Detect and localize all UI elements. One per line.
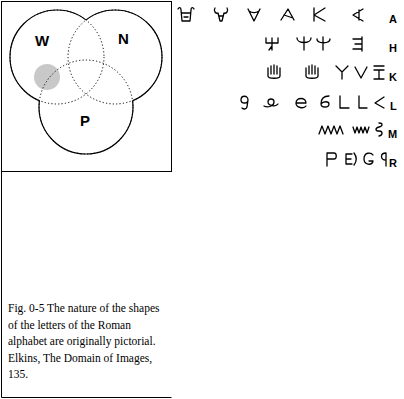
circle-outline (67, 9, 163, 105)
letter-glyphs (178, 8, 386, 166)
grey-spot (34, 64, 60, 90)
set-letter: P (80, 113, 90, 128)
dotted-circle (39, 60, 133, 154)
caption-frame (2, 172, 172, 398)
roman-letter: H (389, 43, 397, 54)
circle-outline (9, 9, 105, 105)
label-slot: L (390, 96, 397, 114)
dotted-circle (10, 10, 104, 104)
venn-circle: W (10, 10, 104, 104)
roman-letter: A (389, 14, 397, 25)
roman-letter: K (389, 72, 397, 83)
dotted-circle (68, 10, 162, 104)
roman-letter: L (390, 101, 397, 112)
venn-circle: N (68, 10, 162, 104)
roman-letter: M (388, 129, 397, 140)
roman-letter: R (389, 158, 397, 169)
figure-caption: Fig. 0-5 The nature of the shapes of the… (8, 300, 169, 383)
label-slot: R (389, 153, 397, 171)
label-slot: A (389, 9, 397, 27)
label-slot: H (389, 38, 397, 56)
circle-outline (38, 59, 134, 155)
venn-frame (2, 2, 172, 172)
label-slot: K (389, 67, 397, 85)
venn-outline (10, 10, 162, 154)
label-slot: M (388, 124, 397, 142)
set-letter: W (35, 33, 49, 48)
set-letter: N (118, 31, 129, 46)
caption-slot: Fig. 0-5 The nature of the shapes of the… (8, 300, 169, 383)
venn-circle: P (39, 60, 133, 154)
